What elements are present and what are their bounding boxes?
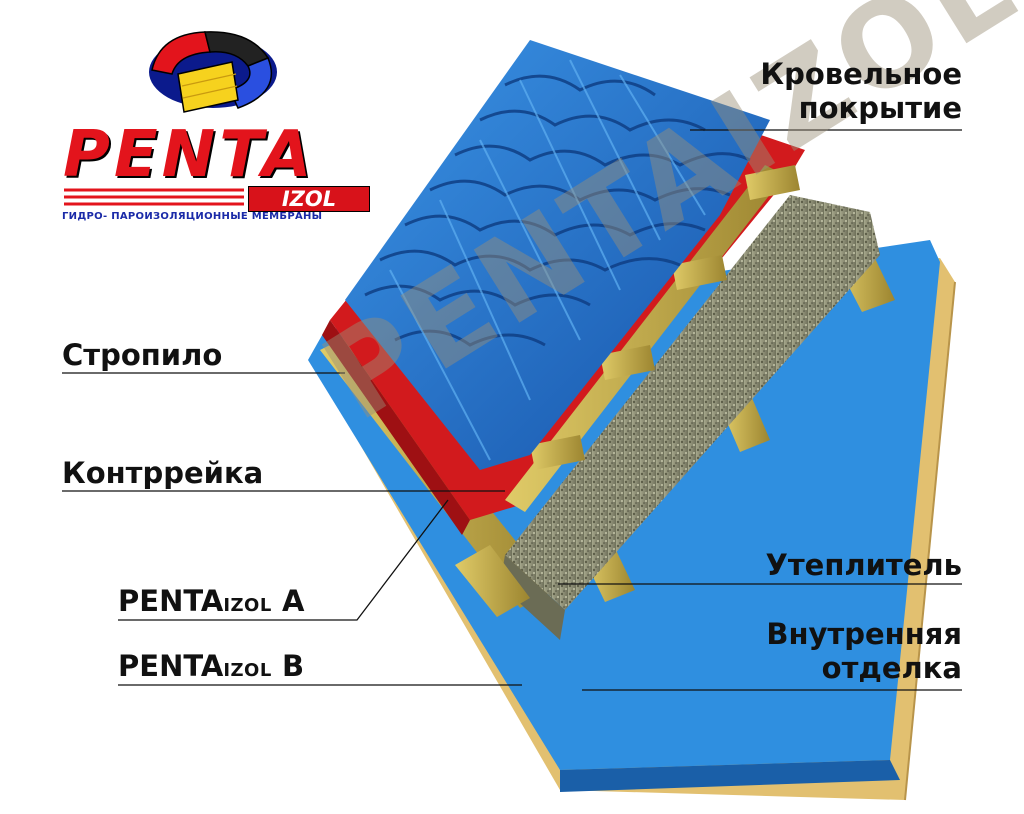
label-roof-covering-line1: Кровельное	[760, 57, 962, 91]
batten	[530, 435, 585, 470]
label-interior-finish: Внутренняя отделка	[766, 617, 962, 685]
label-membrane-a-main: PENTA	[118, 584, 224, 618]
logo-speed-lines	[64, 188, 244, 206]
batten	[672, 255, 727, 290]
insulation-face	[500, 555, 565, 640]
red-membrane-edge	[322, 320, 470, 535]
label-membrane-b-main: PENTA	[118, 649, 224, 683]
label-counter-batten: Контррейка	[62, 456, 264, 490]
label-membrane-a: PENTAIZOL A	[118, 584, 304, 623]
logo-sub-wordmark: IZOL	[248, 186, 370, 212]
counter-batten-base	[455, 545, 530, 617]
label-membrane-b-suffix: B	[281, 649, 305, 683]
batten	[745, 165, 800, 200]
label-membrane-b: PENTAIZOL B	[118, 649, 304, 688]
label-roof-covering-line2: покрытие	[798, 91, 962, 125]
logo-brick	[177, 61, 239, 113]
label-membrane-a-sub: IZOL	[223, 595, 272, 616]
logo-emblem	[64, 31, 277, 206]
batten	[600, 345, 655, 380]
logo-wordmark: PENTA	[63, 118, 316, 192]
label-roof-covering: Кровельное покрытие	[760, 57, 962, 125]
callout-lines	[62, 129, 962, 691]
label-membrane-a-suffix: A	[281, 584, 305, 618]
label-interior-line2: отделка	[821, 651, 962, 685]
label-membrane-b-sub: IZOL	[223, 660, 272, 681]
blue-membrane-shadow	[560, 760, 900, 792]
insulation-layer	[505, 195, 880, 610]
label-interior-line1: Внутренняя	[766, 617, 962, 651]
label-rafter: Стропило	[62, 338, 223, 372]
logo-tagline: ГИДРО- ПАРОИЗОЛЯЦИОННЫЕ МЕМБРАНЫ	[62, 211, 323, 222]
counter-batten-group	[505, 165, 800, 512]
callout-membrane-a	[118, 499, 449, 621]
tile-covering	[345, 40, 770, 470]
counter-batten	[505, 165, 785, 512]
interior-finish-edge	[904, 281, 956, 801]
label-insulation: Утеплитель	[765, 548, 963, 582]
